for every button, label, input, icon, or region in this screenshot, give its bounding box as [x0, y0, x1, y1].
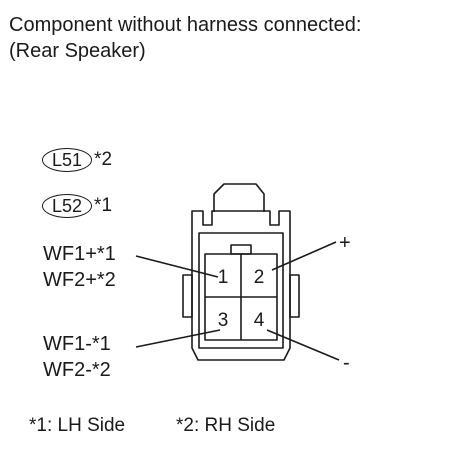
footnote-lh-side: *1: LH Side	[29, 415, 126, 436]
pin-1-label: 1	[218, 267, 229, 288]
wf1-minus-label: WF1-*1	[43, 333, 111, 355]
pin-block	[204, 253, 278, 341]
wf1-plus-label: WF1+*1	[43, 243, 116, 265]
leader-line-minus-right	[266, 329, 340, 361]
leader-line-minus-left	[135, 329, 221, 348]
connector-code-l52: L52 *1	[42, 194, 112, 218]
connector-code-oval: L52	[42, 194, 93, 218]
connector-housing-inner	[198, 232, 284, 349]
connector-code-l51: L51 *2	[42, 148, 112, 172]
pin-4-label: 4	[254, 310, 265, 331]
pin-2-label: 2	[254, 267, 265, 288]
title-line-2: (Rear Speaker)	[9, 40, 146, 62]
connector-latch	[213, 183, 265, 212]
connector-side-rib-left	[182, 274, 193, 318]
connector-code-note: *1	[94, 195, 113, 216]
pin-block-notch	[230, 244, 252, 255]
wf2-minus-label: WF2-*2	[43, 359, 111, 381]
connector-side-rib-right	[289, 274, 300, 318]
wf2-plus-label: WF2+*2	[43, 269, 116, 291]
pin-3-label: 3	[218, 310, 229, 331]
minus-terminal-label: -	[343, 352, 350, 374]
connector-code-note: *2	[94, 149, 113, 170]
title-line-1: Component without harness connected:	[9, 14, 362, 36]
connector-code-oval: L51	[42, 148, 93, 172]
footnote-rh-side: *2: RH Side	[176, 415, 276, 436]
leader-line-plus-left	[135, 255, 219, 278]
plus-terminal-label: +	[339, 232, 351, 254]
connector-housing-outer	[191, 210, 291, 361]
leader-line-plus-right	[271, 241, 337, 271]
